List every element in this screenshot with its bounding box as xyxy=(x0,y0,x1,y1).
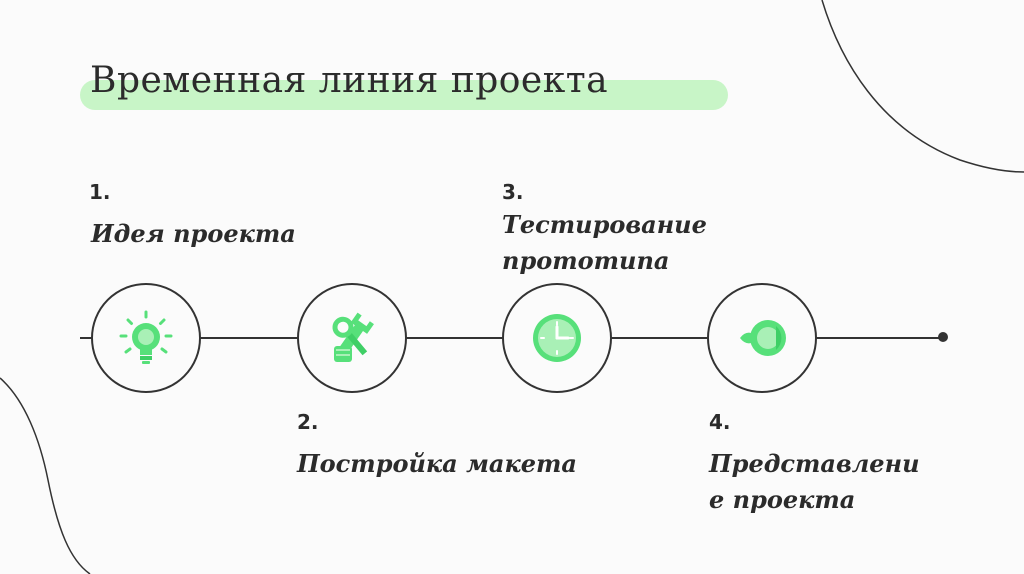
eye-icon xyxy=(740,320,786,356)
step-3-label: Тестирование прототипа xyxy=(502,207,707,279)
step-2-number: 2. xyxy=(297,410,319,434)
clock-icon xyxy=(533,314,581,362)
lightbulb-icon xyxy=(119,310,173,364)
step-4-label-line-2: е проекта xyxy=(709,485,856,514)
title-highlight xyxy=(80,80,728,110)
step-4-label: Представлени е проекта xyxy=(709,446,920,518)
page-title: Временная линия проекта xyxy=(90,60,609,101)
wrench-icon xyxy=(332,312,374,362)
step-4-label-line-1: Представлени xyxy=(709,449,920,478)
timeline-node-4 xyxy=(707,283,817,393)
timeline-end-dot xyxy=(938,332,948,342)
step-4-number: 4. xyxy=(709,410,731,434)
step-3-number: 3. xyxy=(502,180,524,204)
timeline-node-1 xyxy=(91,283,201,393)
timeline-node-2 xyxy=(297,283,407,393)
timeline-node-3 xyxy=(502,283,612,393)
step-1-label: Идея проекта xyxy=(91,219,296,248)
step-1-number: 1. xyxy=(89,180,111,204)
step-2-label: Постройка макета xyxy=(297,449,577,478)
step-3-label-line-2: прототипа xyxy=(502,246,670,275)
step-3-label-line-1: Тестирование xyxy=(502,210,707,239)
